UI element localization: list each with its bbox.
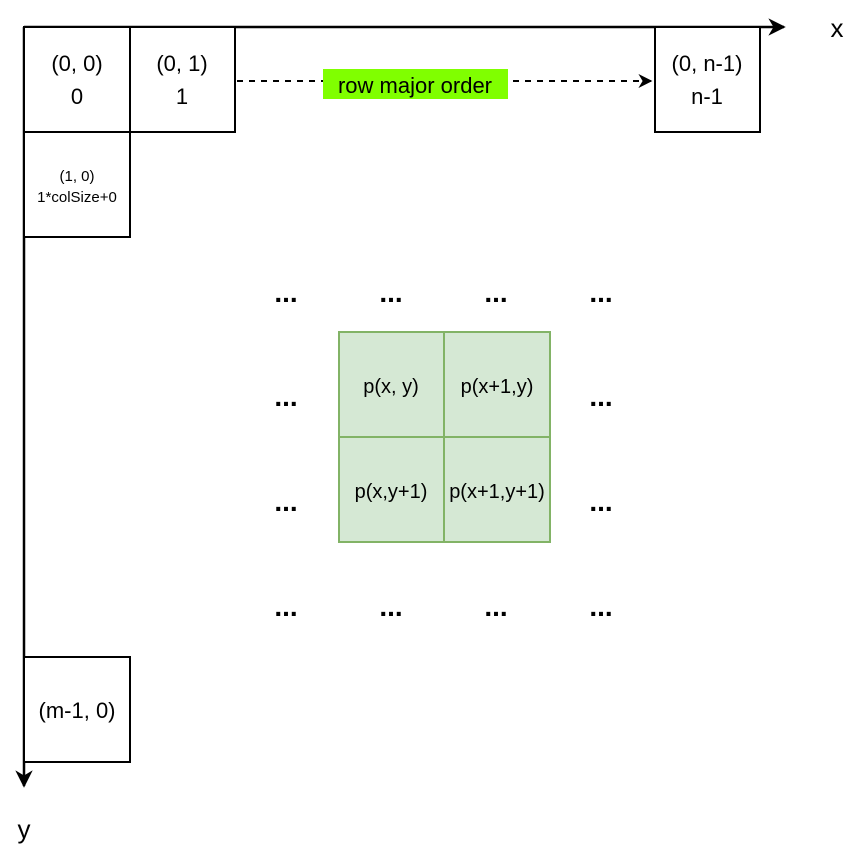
- row-major-label: row major order: [338, 73, 492, 98]
- cell-0-n-1-index: n-1: [691, 84, 723, 109]
- cell-0-0-index: 0: [71, 84, 83, 109]
- neighborhood-cell-x-y: [338, 331, 445, 438]
- cell-0-n-1: (0, n-1) n-1: [654, 26, 761, 133]
- ellipsis: ...: [274, 591, 297, 622]
- neighborhood-cell-x1-y: [443, 331, 551, 438]
- ellipsis: ...: [484, 277, 507, 308]
- cell-m-1-0: (m-1, 0): [23, 656, 131, 763]
- cell-0-n-1-coord: (0, n-1): [672, 51, 743, 76]
- ellipsis: ...: [379, 277, 402, 308]
- ellipsis-grid: ... ... ... ... ... ... ... ... ... ... …: [274, 277, 612, 622]
- neighborhood-cell-x-y1: [338, 436, 445, 543]
- label-p-x1-y1: p(x+1,y+1): [449, 481, 545, 503]
- label-p-x-y: p(x, y): [363, 376, 419, 398]
- ellipsis: ...: [274, 277, 297, 308]
- cell-0-0: (0, 0) 0: [23, 26, 131, 133]
- cell-1-0-index: 1*colSize+0: [37, 189, 117, 206]
- ellipsis: ...: [484, 591, 507, 622]
- ellipsis: ...: [589, 486, 612, 517]
- neighborhood-grid: p(x, y) p(x+1,y) p(x,y+1) p(x+1,y+1): [338, 331, 551, 543]
- label-p-x1-y: p(x+1,y): [461, 376, 534, 398]
- ellipsis: ...: [589, 381, 612, 412]
- cell-0-0-coord: (0, 0): [51, 51, 102, 76]
- ellipsis: ...: [589, 591, 612, 622]
- ellipsis: ...: [274, 486, 297, 517]
- ellipsis: ...: [274, 381, 297, 412]
- ellipsis: ...: [589, 277, 612, 308]
- ellipsis: ...: [379, 591, 402, 622]
- cell-m-1-0-coord: (m-1, 0): [39, 698, 116, 723]
- row-major-label-highlight: [323, 69, 508, 99]
- cell-1-0: (1, 0) 1*colSize+0: [23, 131, 131, 238]
- y-axis-label: y: [18, 814, 31, 844]
- cell-1-0-coord: (1, 0): [59, 168, 94, 185]
- neighborhood-cell-x1-y1: [443, 436, 551, 543]
- cell-0-1-coord: (0, 1): [156, 51, 207, 76]
- cell-0-1-index: 1: [176, 84, 188, 109]
- label-p-x-y1: p(x,y+1): [355, 481, 428, 503]
- x-axis-label: x: [831, 13, 844, 43]
- cell-0-1: (0, 1) 1: [129, 26, 236, 133]
